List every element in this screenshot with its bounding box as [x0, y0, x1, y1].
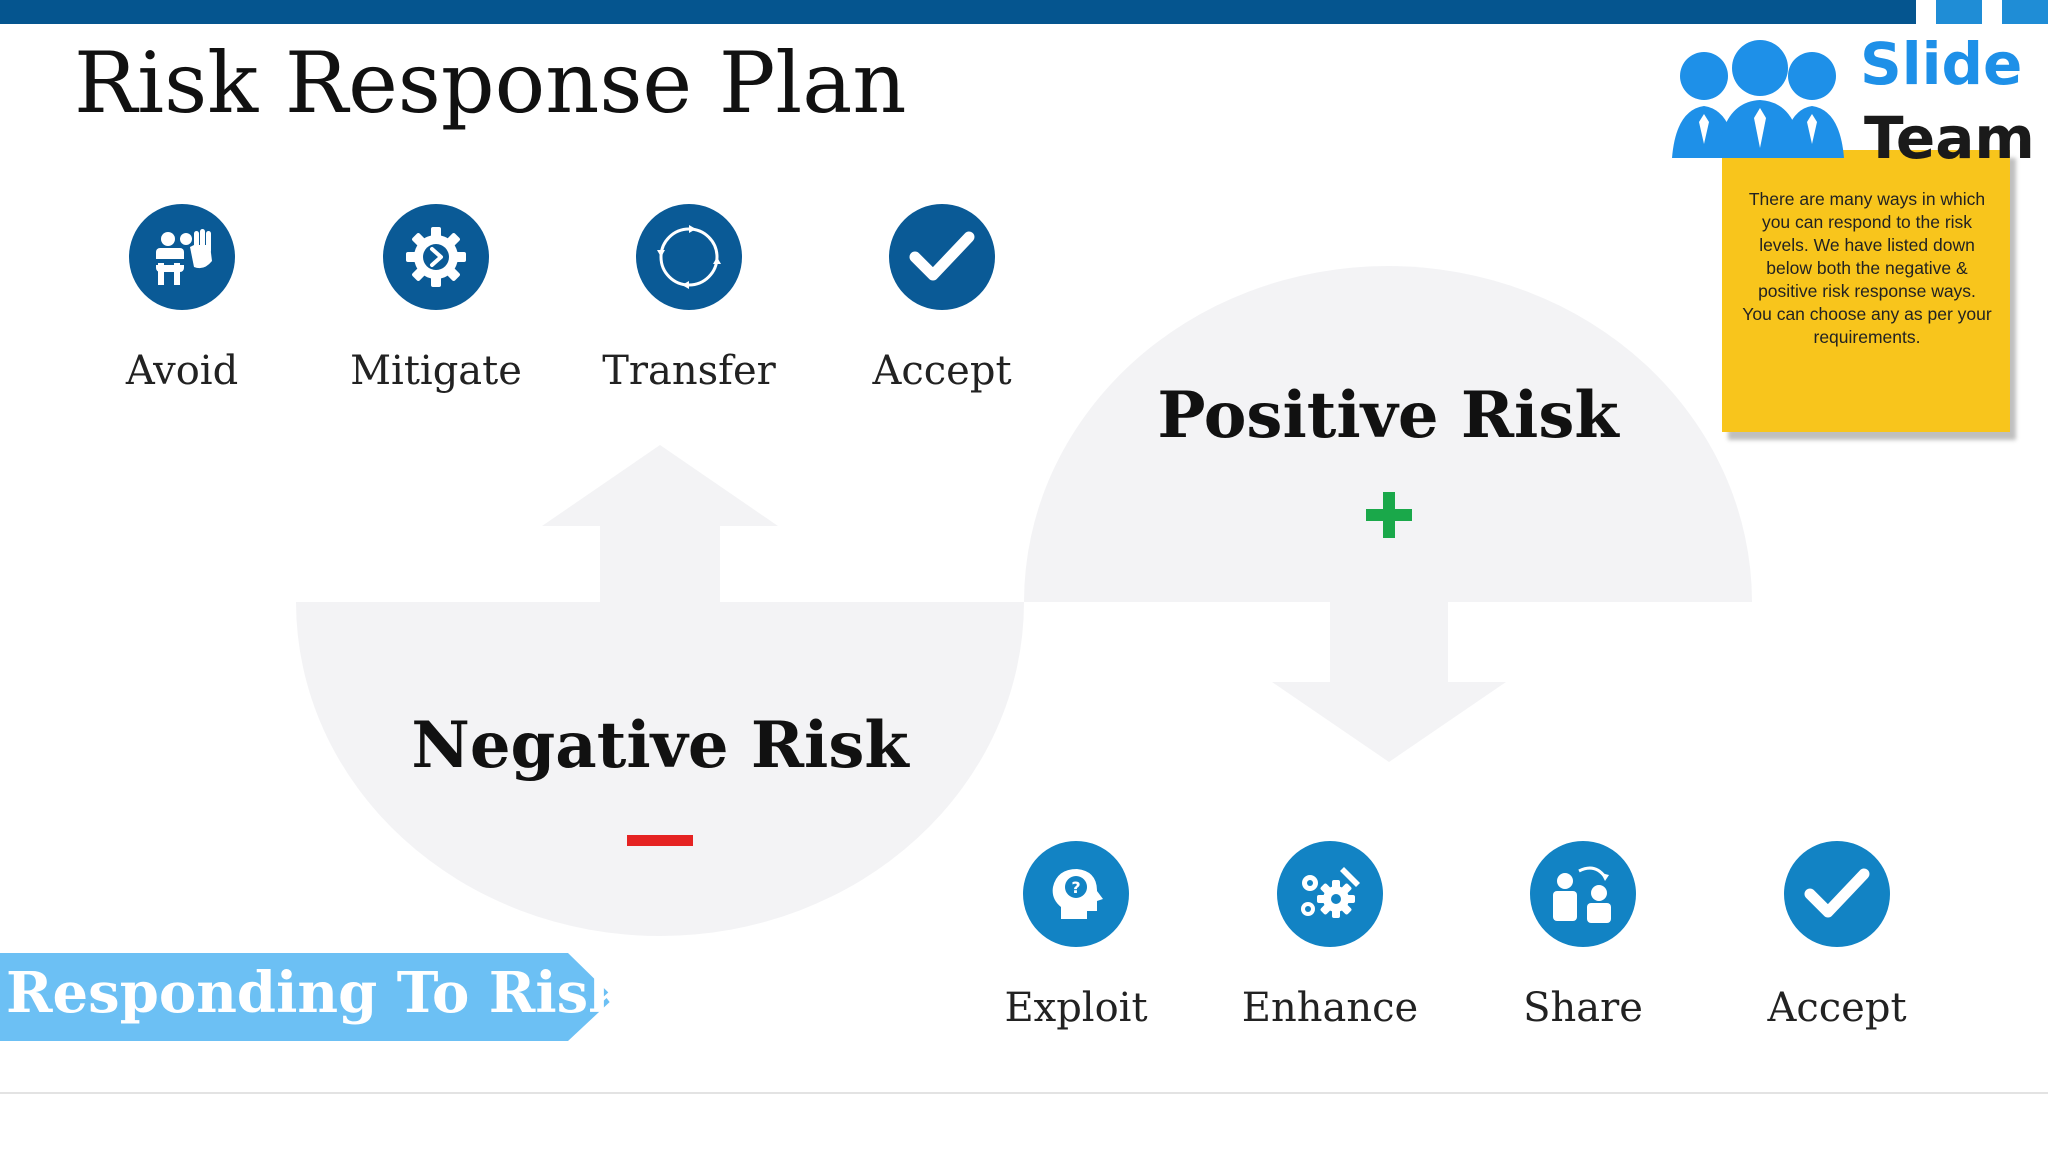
head-question-icon: ? [1052, 869, 1103, 919]
mitigate-label: Mitigate [350, 348, 522, 394]
check-icon [909, 231, 975, 281]
positive-risk-heading: Positive Risk [1157, 378, 1619, 453]
avoid-icon-button [129, 204, 235, 310]
positive-risk-semicircle [1024, 266, 1752, 602]
note-text: There are many ways in which you can res… [1742, 189, 1992, 347]
accept-icon-button [889, 204, 995, 310]
check-icon [1804, 868, 1870, 918]
gear-arrow-icon [406, 227, 466, 287]
bottom-divider [0, 1092, 2048, 1094]
accept-positive-icon-button [1784, 841, 1890, 947]
logo-team-text: Team [1864, 104, 2035, 172]
exploit-label: Exploit [1004, 985, 1148, 1031]
share-label: Share [1523, 985, 1643, 1031]
transfer-icon-button [636, 204, 742, 310]
top-bar [0, 0, 1916, 24]
sticky-note: There are many ways in which you can res… [1722, 150, 2010, 432]
enhance-icon-button [1277, 841, 1383, 947]
avoid-label: Avoid [125, 348, 239, 394]
people-exchange-icon [1553, 866, 1611, 923]
negative-risk-heading: Negative Risk [411, 708, 909, 783]
banner-shape [0, 953, 614, 1041]
negative-risk-semicircle [296, 602, 1024, 936]
accept-positive-label: Accept [1767, 985, 1907, 1031]
slideteam-logo-icon [1672, 40, 1844, 158]
up-arrow [542, 445, 778, 602]
plus-icon [1366, 492, 1412, 538]
accept-label: Accept [872, 348, 1012, 394]
svg-text:?: ? [1071, 878, 1080, 897]
enhance-label: Enhance [1241, 985, 1419, 1031]
person-stop-hand-icon [152, 229, 212, 285]
page-title: Risk Response Plan [74, 34, 907, 132]
gears-wrench-icon [1301, 867, 1360, 918]
minus-icon [627, 835, 693, 846]
share-icon-button [1530, 841, 1636, 947]
exploit-icon-button: ? [1023, 841, 1129, 947]
logo-slide-text: Slide [1860, 30, 2023, 98]
top-accent-square [1936, 0, 1982, 24]
mitigate-icon-button [383, 204, 489, 310]
down-arrow [1272, 602, 1506, 762]
banner-text: Responding To Risk [6, 960, 627, 1026]
transfer-label: Transfer [602, 348, 776, 394]
top-accent-square [2002, 0, 2048, 24]
circular-arrows-icon [657, 225, 721, 289]
